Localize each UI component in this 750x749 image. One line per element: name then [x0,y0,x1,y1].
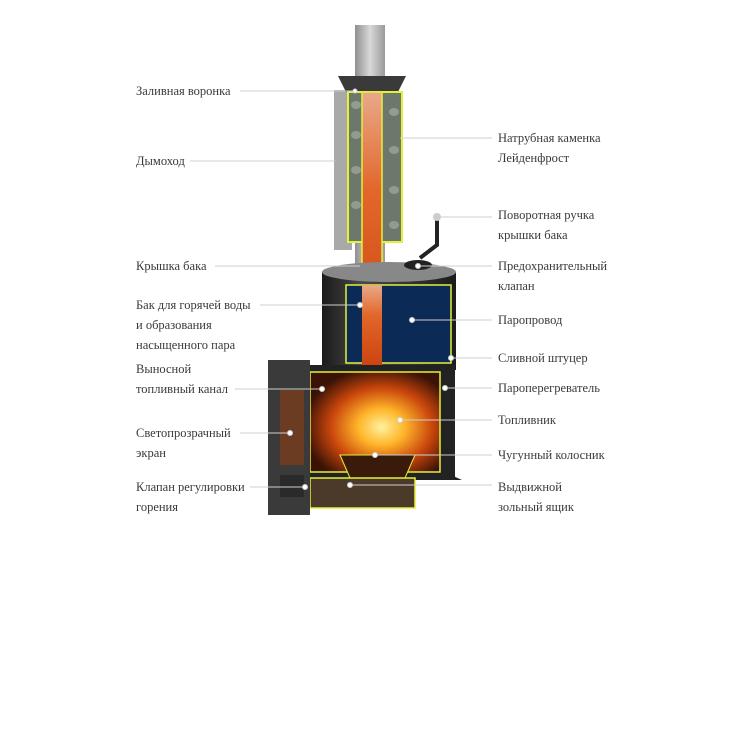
label-steam-pipe: Паропровод [498,313,563,327]
label-cast-iron-grate: Чугунный колосник [498,448,605,462]
label-filling-funnel: Заливная воронка [136,84,231,98]
lid-handle [418,218,439,260]
filling-funnel [338,76,406,92]
tank-lid [322,262,456,282]
label-drain-fitting: Сливной штуцер [498,351,588,365]
label-chimney: Дымоход [136,154,185,168]
water-cutaway [345,284,452,364]
label-superheater: Пароперегреватель [498,381,600,395]
grate [339,454,416,479]
label-firebox: Топливник [498,413,556,427]
ash-drawer [309,477,416,509]
glass-screen [280,390,304,465]
combustion-valve [280,475,304,497]
label-tank-lid: Крышка бака [136,259,207,273]
